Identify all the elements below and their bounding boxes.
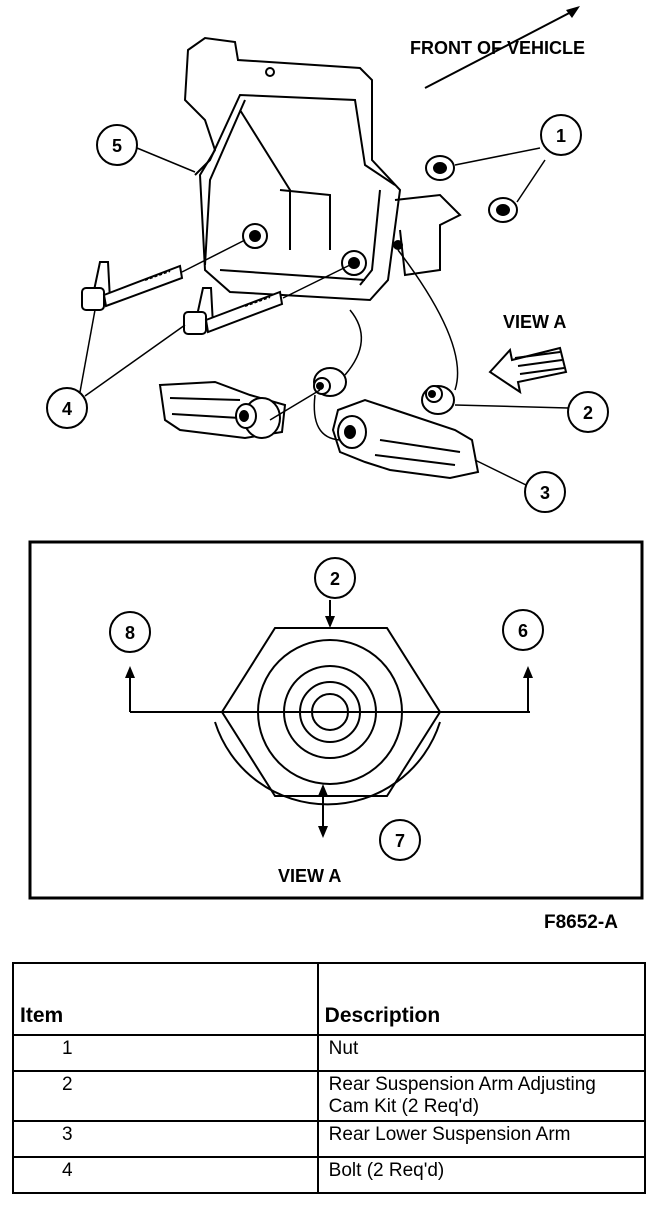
item-number: 3 xyxy=(12,1120,319,1158)
front-arrow-head xyxy=(566,6,580,18)
svg-text:5: 5 xyxy=(112,136,122,156)
cam-washer-right xyxy=(421,385,455,415)
parts-legend-table: Item Description 1 Nut 2 Rear Suspension… xyxy=(12,962,647,1194)
item-description: Rear Suspension Arm Adjusting Cam Kit (2… xyxy=(316,1070,647,1122)
callout-5: 5 xyxy=(96,124,138,166)
bolt-lower xyxy=(183,287,284,335)
table-row: 2 Rear Suspension Arm Adjusting Cam Kit … xyxy=(12,1070,647,1122)
bolt-upper xyxy=(81,261,184,311)
callout-6: 6 xyxy=(502,609,544,651)
item-description: Bolt (2 Req'd) xyxy=(316,1156,647,1194)
front-of-vehicle-label: FRONT OF VEHICLE xyxy=(410,38,585,58)
figure-id: F8652-A xyxy=(544,912,618,933)
lower-suspension-arm xyxy=(331,398,480,480)
view-a-label-bottom: VIEW A xyxy=(278,866,341,886)
svg-text:2: 2 xyxy=(583,403,593,423)
svg-text:4: 4 xyxy=(62,399,72,419)
front-arrow xyxy=(424,9,576,89)
nut-lower xyxy=(488,197,518,223)
item-header: Item xyxy=(12,962,319,1036)
item-description: Rear Lower Suspension Arm xyxy=(316,1120,647,1158)
svg-text:8: 8 xyxy=(125,623,135,643)
item-number: 1 xyxy=(12,1034,319,1072)
legend-header-row: Item Description xyxy=(12,962,647,1036)
item-number: 4 xyxy=(12,1156,319,1194)
cam-washer-left xyxy=(313,367,347,397)
callout-3: 3 xyxy=(524,471,566,513)
item-description: Nut xyxy=(316,1034,647,1072)
view-a-label-top: VIEW A xyxy=(503,312,566,332)
table-row: 3 Rear Lower Suspension Arm xyxy=(12,1120,647,1158)
callout-1: 1 xyxy=(540,114,582,156)
bracket xyxy=(183,36,462,302)
svg-text:3: 3 xyxy=(540,483,550,503)
callout-2-top: 2 xyxy=(567,391,609,433)
nut-upper xyxy=(425,155,455,181)
svg-text:7: 7 xyxy=(395,831,405,851)
table-row: 1 Nut xyxy=(12,1034,647,1072)
callout-2-detail: 2 xyxy=(314,557,356,599)
callout-8: 8 xyxy=(109,611,151,653)
view-a-arrow xyxy=(488,346,568,395)
svg-text:1: 1 xyxy=(556,126,566,146)
description-header: Description xyxy=(316,962,647,1036)
view-a-detail-box xyxy=(28,540,644,900)
item-number: 2 xyxy=(12,1070,319,1122)
svg-text:2: 2 xyxy=(330,569,340,589)
svg-text:6: 6 xyxy=(518,621,528,641)
callout-7: 7 xyxy=(379,819,421,861)
upper-arm-piece xyxy=(158,380,287,440)
suspension-diagram: FRONT OF VEHICLE xyxy=(28,6,644,900)
table-row: 4 Bolt (2 Req'd) xyxy=(12,1156,647,1194)
callout-4: 4 xyxy=(46,387,88,429)
